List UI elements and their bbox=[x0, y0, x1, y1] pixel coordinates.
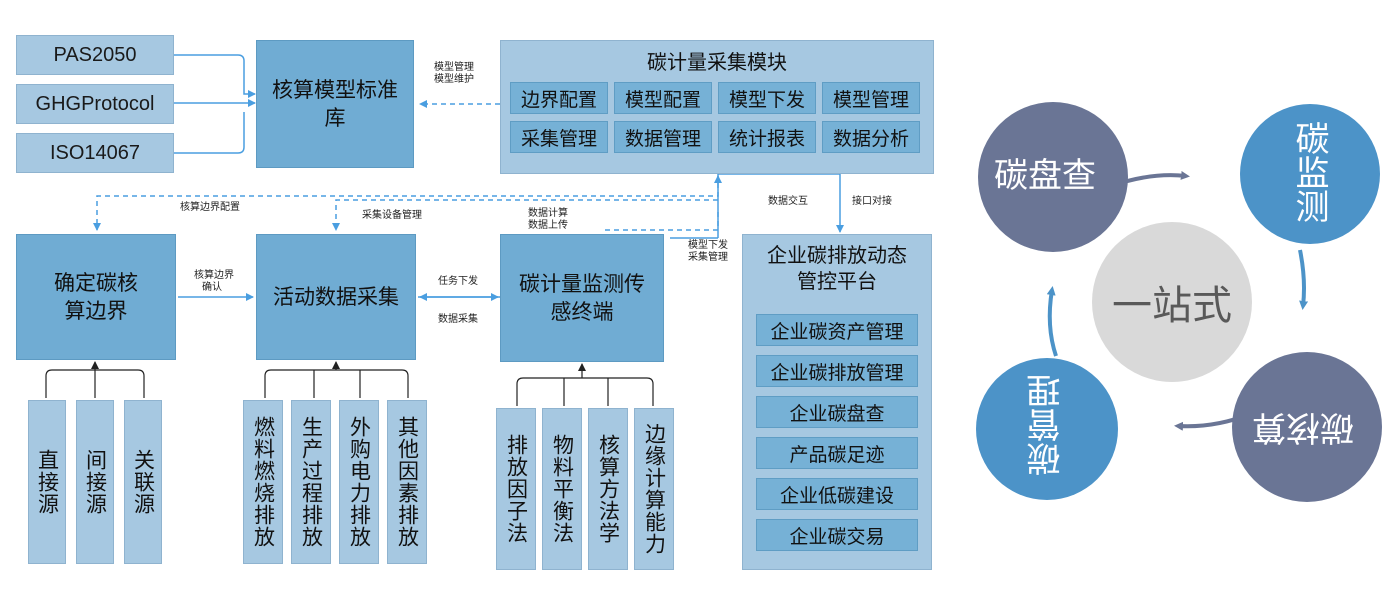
center-label: 一站式 bbox=[1112, 283, 1232, 329]
determine-boundary: 确定碳核算边界 bbox=[16, 234, 176, 360]
standard-ghgprotocol: GHGProtocol bbox=[16, 84, 174, 124]
platform-item: 企业碳盘查 bbox=[756, 396, 918, 428]
emission-fuel: 燃料燃烧排放 bbox=[243, 400, 283, 564]
label-management: 碳管理 bbox=[1027, 374, 1067, 476]
label-interface: 接口对接 bbox=[852, 196, 892, 207]
label-device-mgmt: 采集设备管理 bbox=[362, 210, 422, 221]
circle-accounting bbox=[1232, 352, 1382, 502]
emission-process: 生产过程排放 bbox=[291, 400, 331, 564]
circle-management bbox=[976, 358, 1118, 500]
label-confirm-1: 核算边界 bbox=[194, 270, 234, 281]
module-item: 统计报表 bbox=[718, 121, 816, 153]
method-edge: 边缘计算能力 bbox=[634, 408, 674, 570]
label-model-maint: 模型维护 bbox=[434, 74, 474, 85]
platform-item: 企业碳交易 bbox=[756, 519, 918, 551]
label-data-exchange: 数据交互 bbox=[768, 196, 808, 207]
label-confirm-2: 确认 bbox=[202, 282, 222, 293]
method-balance: 物料平衡法 bbox=[542, 408, 582, 570]
label-monitoring: 碳监测 bbox=[1289, 121, 1329, 223]
label-task: 任务下发 bbox=[438, 276, 478, 287]
center-circle: 一站式 bbox=[1092, 222, 1252, 382]
platform-item: 企业低碳建设 bbox=[756, 478, 918, 510]
model-library: 核算模型标准库 bbox=[256, 40, 414, 168]
label-boundary-config: 核算边界配置 bbox=[180, 202, 240, 213]
emission-electricity: 外购电力排放 bbox=[339, 400, 379, 564]
emission-other: 其他因素排放 bbox=[387, 400, 427, 564]
module-item: 数据管理 bbox=[614, 121, 712, 153]
label-inventory: 碳盘查 bbox=[994, 156, 1096, 196]
circle-inventory bbox=[978, 102, 1128, 252]
module-item: 边界配置 bbox=[510, 82, 608, 114]
source-indirect: 间接源 bbox=[76, 400, 114, 564]
platform-item: 产品碳足迹 bbox=[756, 437, 918, 469]
platform-item: 企业碳资产管理 bbox=[756, 314, 918, 346]
module-item: 模型配置 bbox=[614, 82, 712, 114]
label-accounting: 碳核算 bbox=[1252, 407, 1354, 447]
label-data-calc: 数据计算 bbox=[528, 208, 568, 219]
platform-title: 企业碳排放动态管控平台 bbox=[767, 243, 907, 293]
source-direct: 直接源 bbox=[28, 400, 66, 564]
platform-item: 企业碳排放管理 bbox=[756, 355, 918, 387]
label-collect-mgmt: 采集管理 bbox=[688, 252, 728, 263]
circle-monitoring bbox=[1240, 104, 1380, 244]
standard-pas2050: PAS2050 bbox=[16, 35, 174, 75]
label-model-mgmt: 模型管理 bbox=[434, 62, 474, 73]
source-related: 关联源 bbox=[124, 400, 162, 564]
collection-module-title: 碳计量采集模块 bbox=[647, 50, 787, 74]
label-data-collect: 数据采集 bbox=[438, 314, 478, 325]
module-item: 模型下发 bbox=[718, 82, 816, 114]
method-factor: 排放因子法 bbox=[496, 408, 536, 570]
module-item: 模型管理 bbox=[822, 82, 920, 114]
label-data-upload: 数据上传 bbox=[528, 220, 568, 231]
label-model-down: 模型下发 bbox=[688, 240, 728, 251]
monitoring-terminal: 碳计量监测传感终端 bbox=[500, 234, 664, 362]
activity-data-collection: 活动数据采集 bbox=[256, 234, 416, 360]
module-item: 数据分析 bbox=[822, 121, 920, 153]
method-methodology: 核算方法学 bbox=[588, 408, 628, 570]
standard-iso14067: ISO14067 bbox=[16, 133, 174, 173]
module-item: 采集管理 bbox=[510, 121, 608, 153]
